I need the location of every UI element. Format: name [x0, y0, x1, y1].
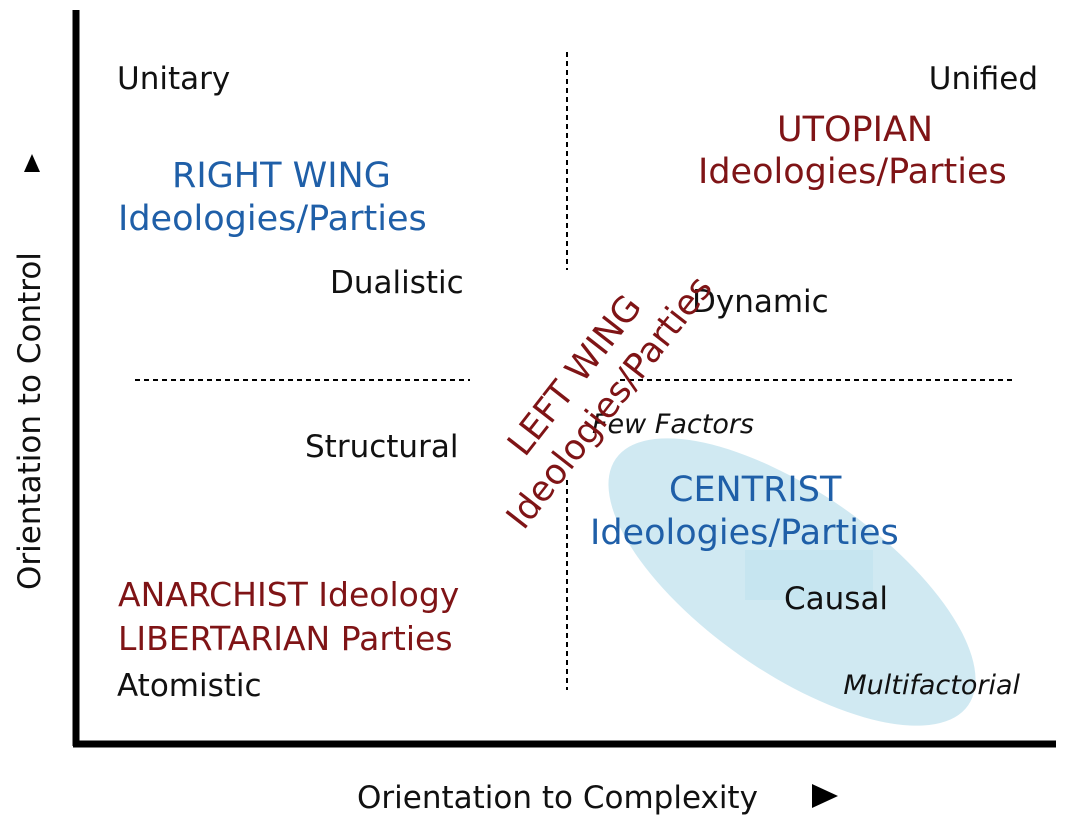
unified-label: Unified — [929, 61, 1038, 97]
utopian-title: UTOPIAN — [777, 110, 933, 150]
atomistic-label: Atomistic — [117, 668, 262, 704]
unitary-label: Unitary — [117, 61, 230, 97]
dualistic-label: Dualistic — [330, 265, 464, 301]
utopian-subtitle: Ideologies/Parties — [698, 152, 1007, 192]
dynamic-label: Dynamic — [692, 284, 829, 320]
triangle-up-icon — [24, 154, 40, 172]
centrist-ellipse-highlight — [745, 550, 873, 600]
centrist-title: CENTRIST — [669, 470, 842, 510]
anarchist-label: ANARCHIST Ideology — [118, 575, 459, 614]
structural-label: Structural — [305, 429, 458, 465]
centrist-subtitle: Ideologies/Parties — [590, 513, 899, 553]
causal-label: Causal — [784, 581, 888, 617]
triangle-right-icon — [812, 784, 838, 808]
multifactorial-label: Multifactorial — [843, 670, 1020, 701]
right-wing-subtitle: Ideologies/Parties — [118, 199, 427, 239]
right-wing-title: RIGHT WING — [172, 156, 391, 196]
x-axis-label: Orientation to Complexity — [357, 780, 758, 816]
libertarian-label: LIBERTARIAN Parties — [118, 619, 453, 658]
few-factors-label: Few Factors — [592, 409, 754, 440]
y-axis-label: Orientation to Control — [12, 252, 48, 590]
